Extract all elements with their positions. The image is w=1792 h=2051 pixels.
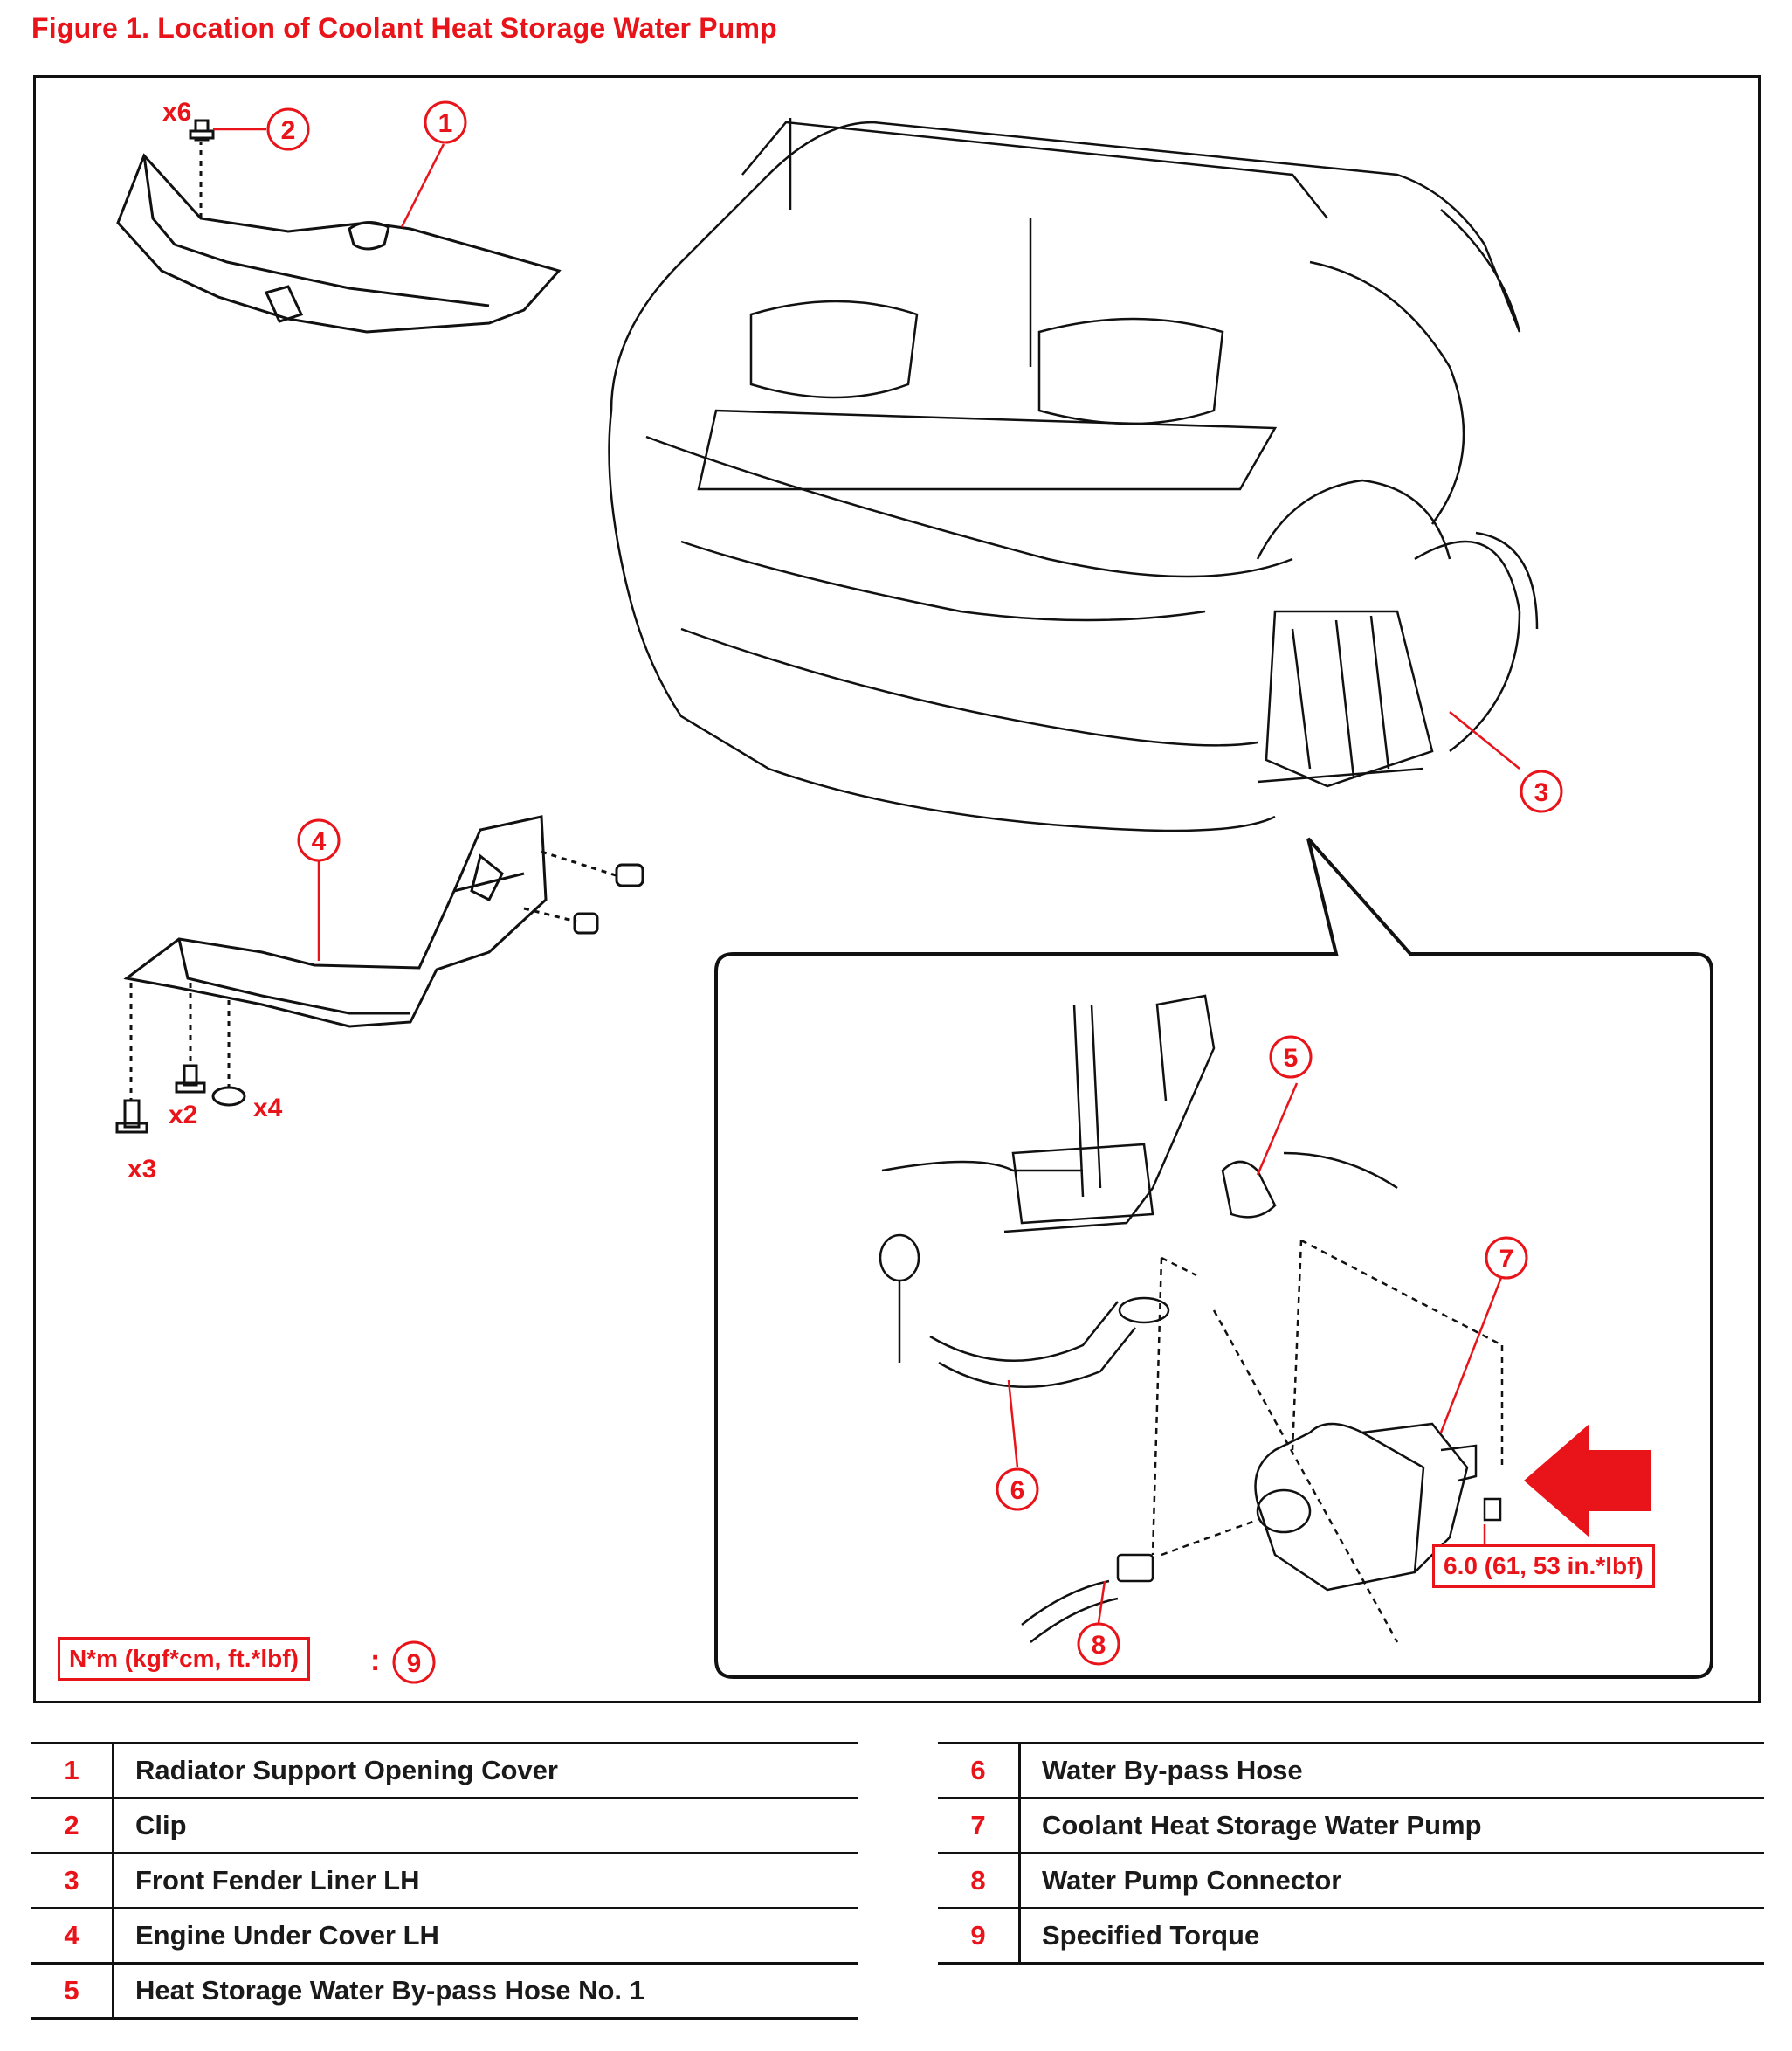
svg-text:2: 2	[281, 116, 296, 145]
part-number: 6	[938, 1742, 1021, 1799]
svg-text:6: 6	[1010, 1476, 1025, 1505]
svg-text:4: 4	[312, 827, 327, 856]
table-row: 4 Engine Under Cover LH	[31, 1907, 858, 1965]
callout-5: 5	[1269, 1035, 1313, 1079]
diagram-frame	[33, 75, 1761, 1703]
part-name: Engine Under Cover LH	[113, 1907, 858, 1965]
parts-table-right: 6 Water By-pass Hose 7 Coolant Heat Stor…	[938, 1742, 1764, 1965]
part-number: 2	[31, 1797, 114, 1854]
table-row: 1 Radiator Support Opening Cover	[31, 1742, 858, 1799]
callout-3: 3	[1520, 770, 1563, 813]
callout-4: 4	[297, 818, 341, 862]
part-name: Specified Torque	[1019, 1907, 1764, 1965]
quantity-bolt-x3: x3	[128, 1155, 156, 1184]
part-number: 7	[938, 1797, 1021, 1854]
quantity-bolt-x2: x2	[169, 1101, 197, 1129]
car-front-outline	[608, 118, 1539, 832]
table-row: 2 Clip	[31, 1797, 858, 1854]
part-name: Coolant Heat Storage Water Pump	[1019, 1797, 1764, 1854]
svg-text:9: 9	[407, 1649, 422, 1678]
part-number: 4	[31, 1907, 114, 1965]
part-number: 5	[31, 1962, 114, 2020]
callout-7: 7	[1485, 1236, 1528, 1280]
direction-arrow	[1524, 1424, 1651, 1537]
table-row: 8 Water Pump Connector	[938, 1852, 1764, 1909]
part-name: Clip	[113, 1797, 858, 1854]
table-row: 6 Water By-pass Hose	[938, 1742, 1764, 1799]
part-name: Water By-pass Hose	[1019, 1742, 1764, 1799]
svg-text:3: 3	[1534, 778, 1549, 807]
part-number: 8	[938, 1852, 1021, 1909]
detail-inset	[714, 837, 1713, 1679]
callout-1: 1	[424, 100, 467, 144]
table-row: 9 Specified Torque	[938, 1907, 1764, 1965]
callout-markers: 2 1 3 4 5 7 6 8	[266, 100, 1563, 1684]
torque-unit-legend: N*m (kgf*cm, ft.*lbf)	[58, 1637, 310, 1681]
table-row: 5 Heat Storage Water By-pass Hose No. 1	[31, 1962, 858, 2020]
torque-spec-label: 6.0 (61, 53 in.*lbf)	[1432, 1544, 1655, 1588]
table-row: 3 Front Fender Liner LH	[31, 1852, 858, 1909]
pump-assembly-drawing	[879, 994, 1504, 1643]
diagram-art: 2 1 3 4 5 7 6 8	[115, 98, 1713, 1684]
radiator-support-cover	[116, 119, 562, 334]
legend-colon: :	[370, 1644, 381, 1677]
engine-under-cover	[115, 815, 644, 1134]
svg-text:1: 1	[438, 109, 453, 138]
part-name: Radiator Support Opening Cover	[113, 1742, 858, 1799]
part-name: Water Pump Connector	[1019, 1852, 1764, 1909]
svg-text:8: 8	[1092, 1631, 1106, 1660]
figure-title: Figure 1. Location of Coolant Heat Stora…	[31, 12, 777, 44]
part-number: 1	[31, 1742, 114, 1799]
quantity-clip-x6: x6	[162, 98, 191, 127]
svg-text:5: 5	[1284, 1044, 1299, 1073]
leader-lines	[213, 128, 1520, 1624]
parts-table-left: 1 Radiator Support Opening Cover 2 Clip …	[31, 1742, 858, 2020]
callout-8: 8	[1077, 1622, 1120, 1666]
callout-9: 9	[392, 1640, 436, 1684]
part-name: Front Fender Liner LH	[113, 1852, 858, 1909]
part-name: Heat Storage Water By-pass Hose No. 1	[113, 1962, 858, 2020]
quantity-clip-x4: x4	[253, 1094, 283, 1122]
table-row: 7 Coolant Heat Storage Water Pump	[938, 1797, 1764, 1854]
part-number: 9	[938, 1907, 1021, 1965]
part-number: 3	[31, 1852, 114, 1909]
svg-text:7: 7	[1499, 1245, 1514, 1274]
callout-2: 2	[266, 107, 310, 151]
callout-6: 6	[996, 1467, 1039, 1511]
